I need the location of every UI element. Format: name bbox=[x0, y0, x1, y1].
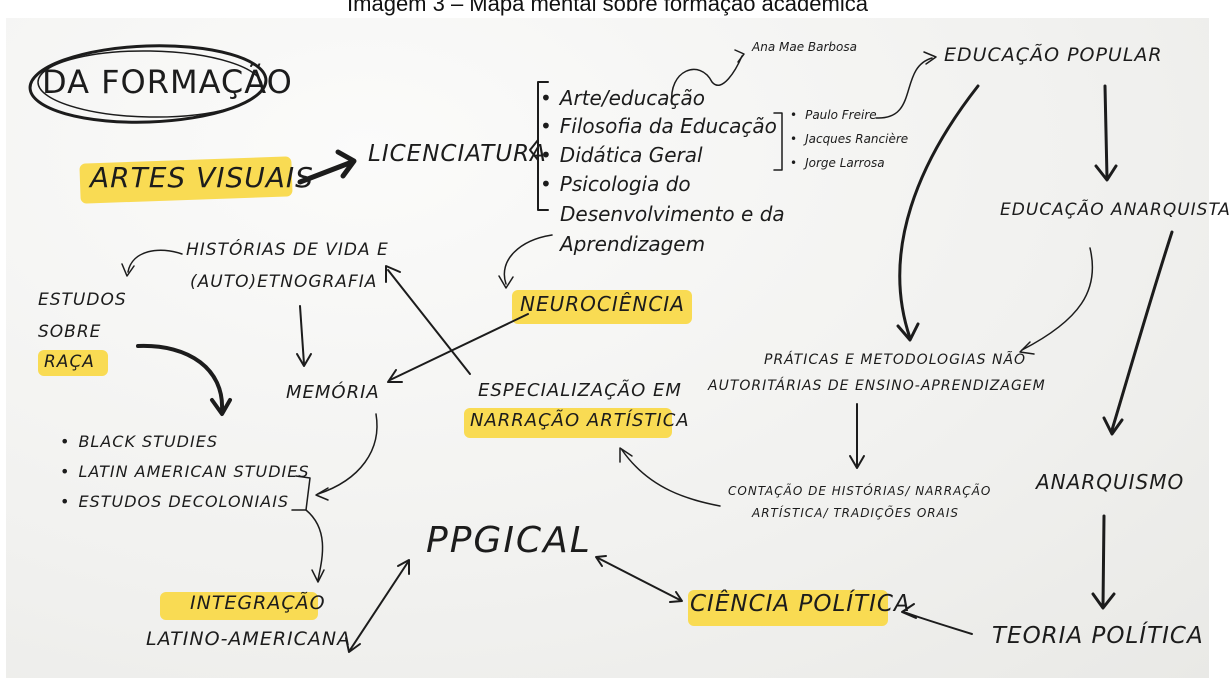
node-teoria-politica: TEORIA POLÍTICA bbox=[992, 623, 1204, 649]
node-estudos-raca: RAÇA bbox=[44, 352, 95, 372]
node-licenciatura: LICENCIATURA bbox=[368, 141, 547, 167]
discipline-item: Arte/educação bbox=[540, 86, 705, 111]
node-historias-vida: (AUTO)ETNOGRAFIA bbox=[190, 272, 378, 292]
node-anarquismo: ANARQUISMO bbox=[1036, 470, 1185, 494]
author-item: Jacques Rancière bbox=[790, 132, 908, 147]
node-especializacao: NARRAÇÃO ARTÍSTICA bbox=[470, 410, 690, 431]
node-ppgical: PPGICAL bbox=[426, 520, 592, 561]
node-ana-mae: Ana Mae Barbosa bbox=[752, 40, 857, 54]
node-educacao-popular: EDUCAÇÃO POPULAR bbox=[944, 44, 1163, 66]
node-da-formacao: DA FORMAÇÃO bbox=[42, 63, 293, 101]
node-memoria: MEMÓRIA bbox=[286, 382, 380, 403]
node-estudos-raca: SOBRE bbox=[38, 322, 102, 342]
author-item: Paulo Freire bbox=[790, 108, 877, 123]
node-educacao-anarquista: EDUCAÇÃO ANARQUISTA bbox=[1000, 200, 1231, 220]
node-praticas: PRÁTICAS E METODOLOGIAS NÃO bbox=[764, 352, 1027, 368]
highlight-neurociencia bbox=[512, 290, 692, 324]
node-praticas: AUTORITÁRIAS DE ENSINO-APRENDIZAGEM bbox=[708, 378, 1046, 394]
studies-item: LATIN AMERICAN STUDIES bbox=[60, 462, 310, 482]
discipline-item-cont: Aprendizagem bbox=[560, 232, 706, 256]
node-estudos-raca: ESTUDOS bbox=[38, 290, 127, 310]
node-integracao: INTEGRAÇÃO bbox=[190, 592, 326, 614]
node-contacao: ARTÍSTICA/ TRADIÇÕES ORAIS bbox=[752, 506, 959, 520]
node-neurociencia: NEUROCIÊNCIA bbox=[520, 292, 685, 316]
highlight-ciencia-politica bbox=[688, 590, 888, 626]
studies-item: ESTUDOS DECOLONIAIS bbox=[60, 492, 289, 512]
node-historias-vida: HISTÓRIAS DE VIDA E bbox=[186, 240, 389, 260]
figure-caption: Imagem 3 – Mapa mental sobre formação ac… bbox=[347, 0, 868, 16]
node-integracao: LATINO-AMERICANA bbox=[146, 628, 352, 650]
node-especializacao: ESPECIALIZAÇÃO EM bbox=[478, 380, 682, 401]
highlight-narracao bbox=[464, 408, 672, 438]
node-contacao: CONTAÇÃO DE HISTÓRIAS/ NARRAÇÃO bbox=[728, 484, 992, 498]
discipline-item: Didática Geral bbox=[540, 143, 703, 168]
studies-item: BLACK STUDIES bbox=[60, 432, 218, 452]
highlight-raca bbox=[38, 350, 108, 376]
author-item: Jorge Larrosa bbox=[790, 156, 884, 171]
discipline-item: Filosofia da Educação bbox=[540, 114, 777, 139]
node-ciencia-politica: CIÊNCIA POLÍTICA bbox=[690, 591, 911, 617]
highlight-integracao bbox=[160, 592, 318, 620]
node-artes-visuais: ARTES VISUAIS bbox=[90, 161, 314, 194]
discipline-item-cont: Desenvolvimento e da bbox=[560, 202, 785, 226]
discipline-item: Psicologia do bbox=[540, 172, 691, 197]
